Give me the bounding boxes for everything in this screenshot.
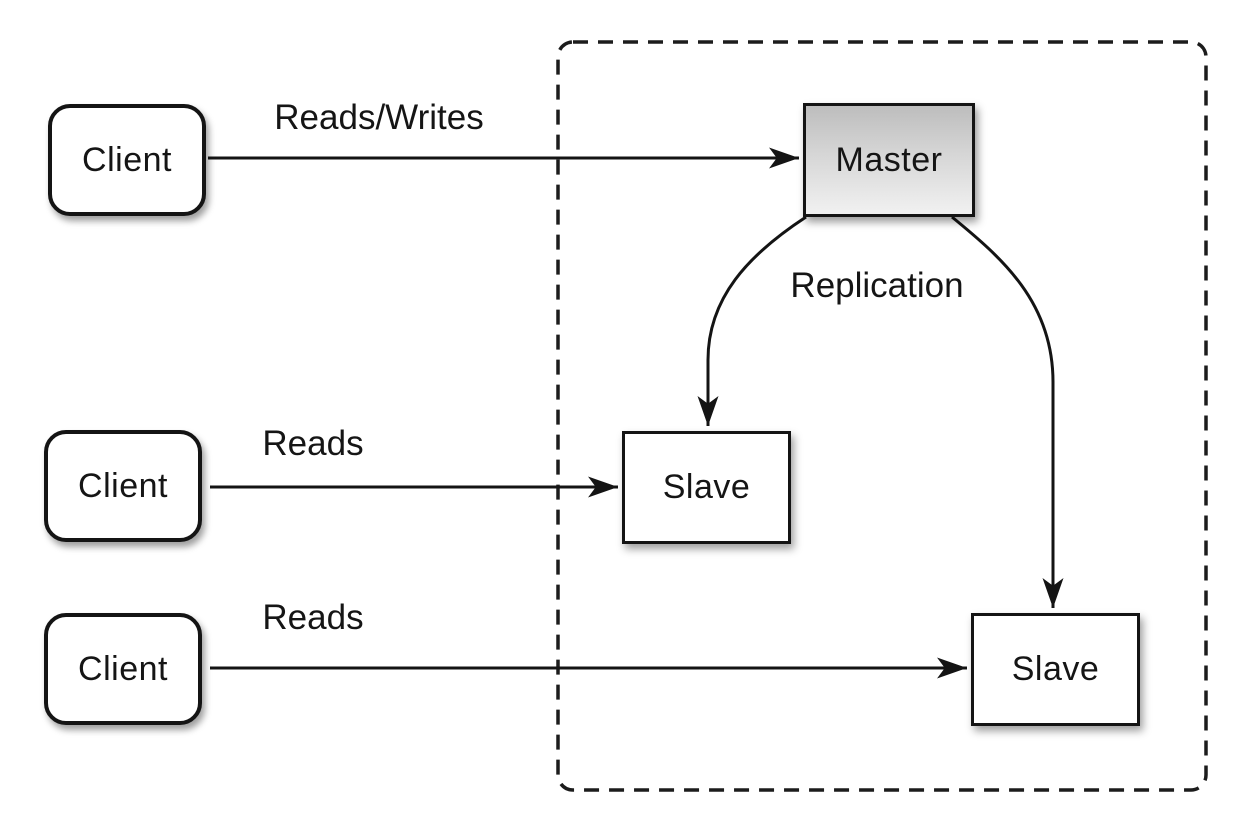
label-reads-middle: Reads — [262, 424, 364, 463]
client-node-3: Client — [44, 613, 202, 725]
label-reads-writes: Reads/Writes — [274, 98, 484, 137]
slave-node-1: Slave — [622, 431, 791, 544]
client-node-2: Client — [44, 430, 202, 542]
master-node: Master — [803, 103, 975, 217]
replication-arrow-left — [697, 215, 807, 426]
master-label: Master — [835, 140, 943, 179]
label-replication: Replication — [790, 266, 964, 305]
label-reads-bottom: Reads — [262, 598, 364, 637]
client-label-3: Client — [78, 649, 168, 688]
slave-node-2: Slave — [971, 613, 1140, 726]
client-node-1: Client — [48, 104, 206, 216]
client-label-2: Client — [78, 466, 168, 505]
slave-label-2: Slave — [1011, 650, 1100, 688]
replication-arrow-right — [951, 215, 1064, 608]
slave-label-1: Slave — [662, 468, 751, 506]
client-label-1: Client — [82, 140, 172, 179]
replication-boundary — [556, 40, 1208, 792]
